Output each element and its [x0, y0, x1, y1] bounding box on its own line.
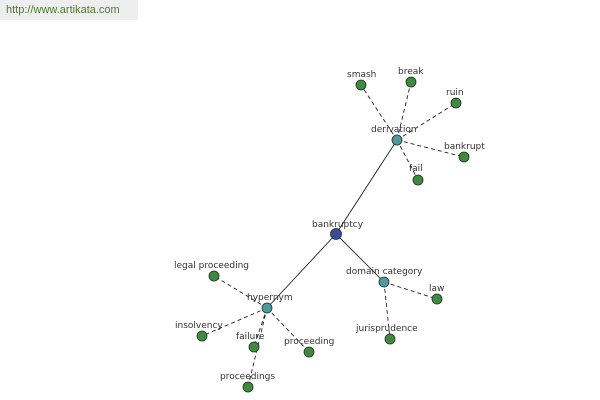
node-insolvency[interactable]	[196, 330, 208, 342]
node-jurisprudence[interactable]	[384, 333, 396, 345]
edge-derivation-ruin	[396, 102, 457, 141]
node-failure[interactable]	[248, 341, 260, 353]
label-jurisprudence[interactable]: jurisprudence	[355, 324, 418, 334]
node-domain-category[interactable]	[378, 276, 390, 288]
edge-derivation-bankrupt	[396, 139, 465, 158]
edge-bankruptcy-hypernym	[266, 233, 337, 309]
label-smash[interactable]: smash	[347, 70, 376, 80]
label-ruin[interactable]: ruin	[446, 88, 464, 98]
edge-derivation-fail	[396, 139, 419, 181]
edge-bankruptcy-derivation	[335, 139, 398, 235]
node-derivation[interactable]	[391, 134, 403, 146]
edge-domain-category-law	[383, 281, 438, 300]
label-domain-category[interactable]: domain category	[346, 267, 423, 277]
edge-hypernym-legal-proceeding	[213, 275, 268, 309]
edge-hypernym-insolvency	[201, 307, 268, 337]
edge-derivation-break	[396, 81, 412, 141]
node-ruin[interactable]	[450, 97, 462, 109]
node-fail[interactable]	[412, 174, 424, 186]
label-law[interactable]: law	[429, 284, 444, 294]
edge-domain-category-jurisprudence	[383, 281, 391, 340]
node-proceeding[interactable]	[303, 346, 315, 358]
graph-nodes	[196, 76, 470, 393]
label-bankrupt[interactable]: bankrupt	[444, 142, 485, 152]
edge-bankruptcy-domain-category	[335, 233, 385, 283]
site-url-banner[interactable]: http://www.artikata.com	[0, 0, 138, 20]
graph-labels: bankruptcy derivation hypernym domain categ…	[174, 67, 485, 382]
edge-derivation-smash	[360, 84, 398, 141]
label-derivation[interactable]: derivation	[371, 125, 417, 135]
label-proceeding[interactable]: proceeding	[284, 337, 334, 347]
label-break[interactable]: break	[398, 67, 424, 77]
label-proceedings[interactable]: proceedings	[220, 372, 275, 382]
edge-hypernym-proceeding	[266, 307, 310, 353]
node-proceedings[interactable]	[242, 381, 254, 393]
label-legal-proceeding[interactable]: legal proceeding	[174, 261, 249, 271]
node-smash[interactable]	[355, 79, 367, 91]
label-failure[interactable]: failure	[236, 332, 265, 342]
node-law[interactable]	[431, 293, 443, 305]
graph-edges	[201, 81, 465, 388]
label-fail[interactable]: fail	[409, 164, 423, 174]
node-bankruptcy[interactable]	[330, 228, 342, 240]
node-break[interactable]	[405, 76, 417, 88]
node-hypernym[interactable]	[261, 302, 273, 314]
label-hypernym[interactable]: hypernym	[247, 293, 293, 303]
label-insolvency[interactable]: insolvency	[175, 321, 223, 331]
node-bankrupt[interactable]	[458, 151, 470, 163]
label-bankruptcy[interactable]: bankruptcy	[312, 220, 364, 230]
node-legal-proceeding[interactable]	[208, 270, 220, 282]
